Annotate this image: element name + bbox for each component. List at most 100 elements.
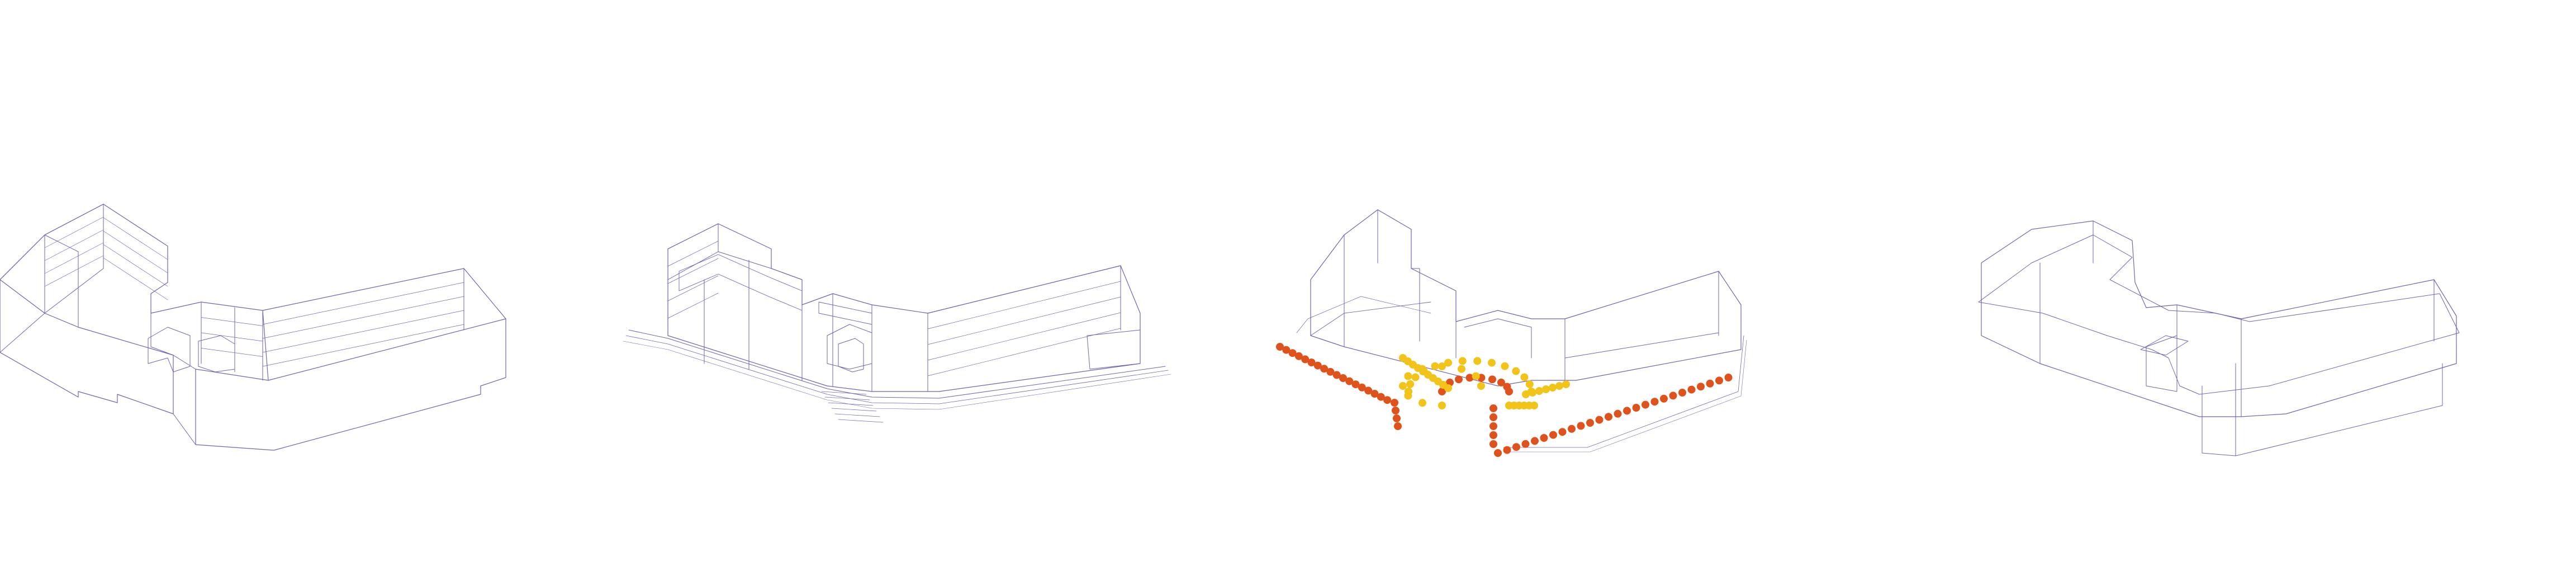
tree-yellow: [1512, 367, 1520, 375]
tree-yellow: [1419, 399, 1426, 407]
tree-orange: [1521, 440, 1530, 448]
tree-orange: [1577, 422, 1585, 430]
trees-ground-line: [1503, 335, 1744, 448]
ground-stair-line: [821, 391, 867, 395]
tree-orange: [1370, 390, 1379, 398]
facade-wire: [262, 268, 506, 319]
trees-ground-line: [1296, 296, 1431, 333]
tree-orange: [1697, 383, 1705, 391]
tree-yellow: [1530, 402, 1538, 409]
facade-floor-line: [44, 216, 104, 248]
facade-wall-right: [195, 318, 506, 451]
facade-floor-line: [44, 229, 104, 261]
ground-wire-terrace: [679, 254, 803, 311]
tree-orange: [1489, 413, 1497, 421]
roofs-wire: [2202, 385, 2236, 456]
ground-floor-line: [927, 312, 1121, 361]
tree-orange: [1332, 371, 1341, 379]
tree-yellow: [1535, 387, 1543, 395]
facade-floor-line: [103, 230, 168, 274]
facade-wall-left: [0, 279, 174, 414]
tree-orange: [1669, 392, 1677, 400]
tree-yellow: [1458, 357, 1467, 365]
tree-orange: [1282, 346, 1291, 354]
tree-orange: [1394, 422, 1402, 430]
ground-wire-niche: [838, 338, 864, 372]
ground-wire-block: [1087, 329, 1141, 370]
roofs-wire: [2235, 363, 2443, 456]
facade-light-face-1: [0, 234, 45, 353]
tree-yellow: [1404, 372, 1412, 380]
panel-roofs: [1967, 0, 2576, 580]
tree-yellow: [1431, 362, 1439, 370]
facade-wire: [150, 313, 174, 356]
tree-orange: [1455, 375, 1463, 384]
ground-floor-line: [927, 296, 1121, 345]
tree-orange: [1489, 422, 1497, 430]
tree-orange: [1377, 393, 1385, 401]
ground-stair-line: [834, 413, 880, 417]
tree-orange: [1339, 374, 1347, 382]
tree-orange: [1512, 443, 1520, 451]
ground-floor-line: [667, 258, 719, 284]
facade-wire: [103, 204, 269, 381]
tree-orange: [1465, 374, 1474, 382]
tree-yellow: [1458, 365, 1465, 373]
trees-wire-niche: [1464, 318, 1532, 359]
tree-orange: [1438, 388, 1446, 395]
ground-floor-line: [667, 241, 719, 267]
facade-niche: [198, 335, 235, 372]
tree-orange: [1568, 425, 1576, 433]
trees-diagram: [1276, 209, 1747, 457]
trees-wire-outline: [1310, 209, 1742, 386]
tree-orange: [1307, 359, 1316, 366]
roof-main: [1978, 234, 2460, 395]
facade-floor-line: [44, 242, 104, 274]
tree-yellow: [1444, 384, 1452, 392]
ground-plane: [595, 338, 1079, 559]
ground-stair-line: [828, 402, 874, 406]
ground-wire-terrace: [818, 301, 872, 325]
tree-orange: [1294, 352, 1303, 360]
ground-wire-niche: [827, 324, 872, 370]
facade-floor-line: [44, 255, 104, 287]
ground-edge-line: [628, 329, 1166, 399]
tree-orange: [1605, 413, 1612, 421]
ground-wire-roof: [667, 223, 719, 280]
facade-floor-line: [262, 296, 464, 339]
facade-floor-line: [262, 310, 464, 353]
tree-orange: [1558, 428, 1567, 436]
tree-orange: [1586, 419, 1594, 427]
tree-orange: [1540, 434, 1548, 442]
roof-side-small: [2479, 302, 2526, 333]
roof-slab-notch: [2319, 50, 2331, 66]
tree-yellow: [1477, 382, 1485, 390]
tree-yellow: [1399, 382, 1407, 390]
ground-floor-line: [927, 328, 1121, 376]
trees-wire: [1310, 301, 1431, 336]
facade-wall-corner: [173, 355, 196, 445]
tree-orange: [1489, 431, 1497, 439]
roof-slab-top: [2319, 6, 2431, 67]
ground-wire: [927, 265, 1121, 314]
roof-slab-low: [2104, 173, 2230, 241]
roofs-wire-outline: [1981, 220, 2457, 417]
tree-yellow: [1438, 402, 1446, 409]
tree-yellow: [1525, 380, 1534, 388]
ground-floor-line: [927, 281, 1121, 329]
tree-yellow: [1488, 359, 1496, 367]
tree-orange: [1706, 379, 1714, 388]
tree-orange: [1497, 378, 1505, 386]
tree-yellow: [1406, 380, 1415, 388]
tree-orange: [1503, 446, 1511, 454]
tree-orange: [1678, 389, 1686, 397]
tree-yellow: [1473, 357, 1482, 365]
ground-stair-line: [831, 408, 877, 412]
tree-yellow: [1555, 382, 1563, 390]
tree-orange: [1320, 365, 1329, 373]
facade-floor-line: [201, 317, 263, 326]
ground-stair-line: [824, 397, 870, 400]
facade-floor-line: [103, 217, 168, 260]
tree-orange: [1715, 376, 1723, 385]
